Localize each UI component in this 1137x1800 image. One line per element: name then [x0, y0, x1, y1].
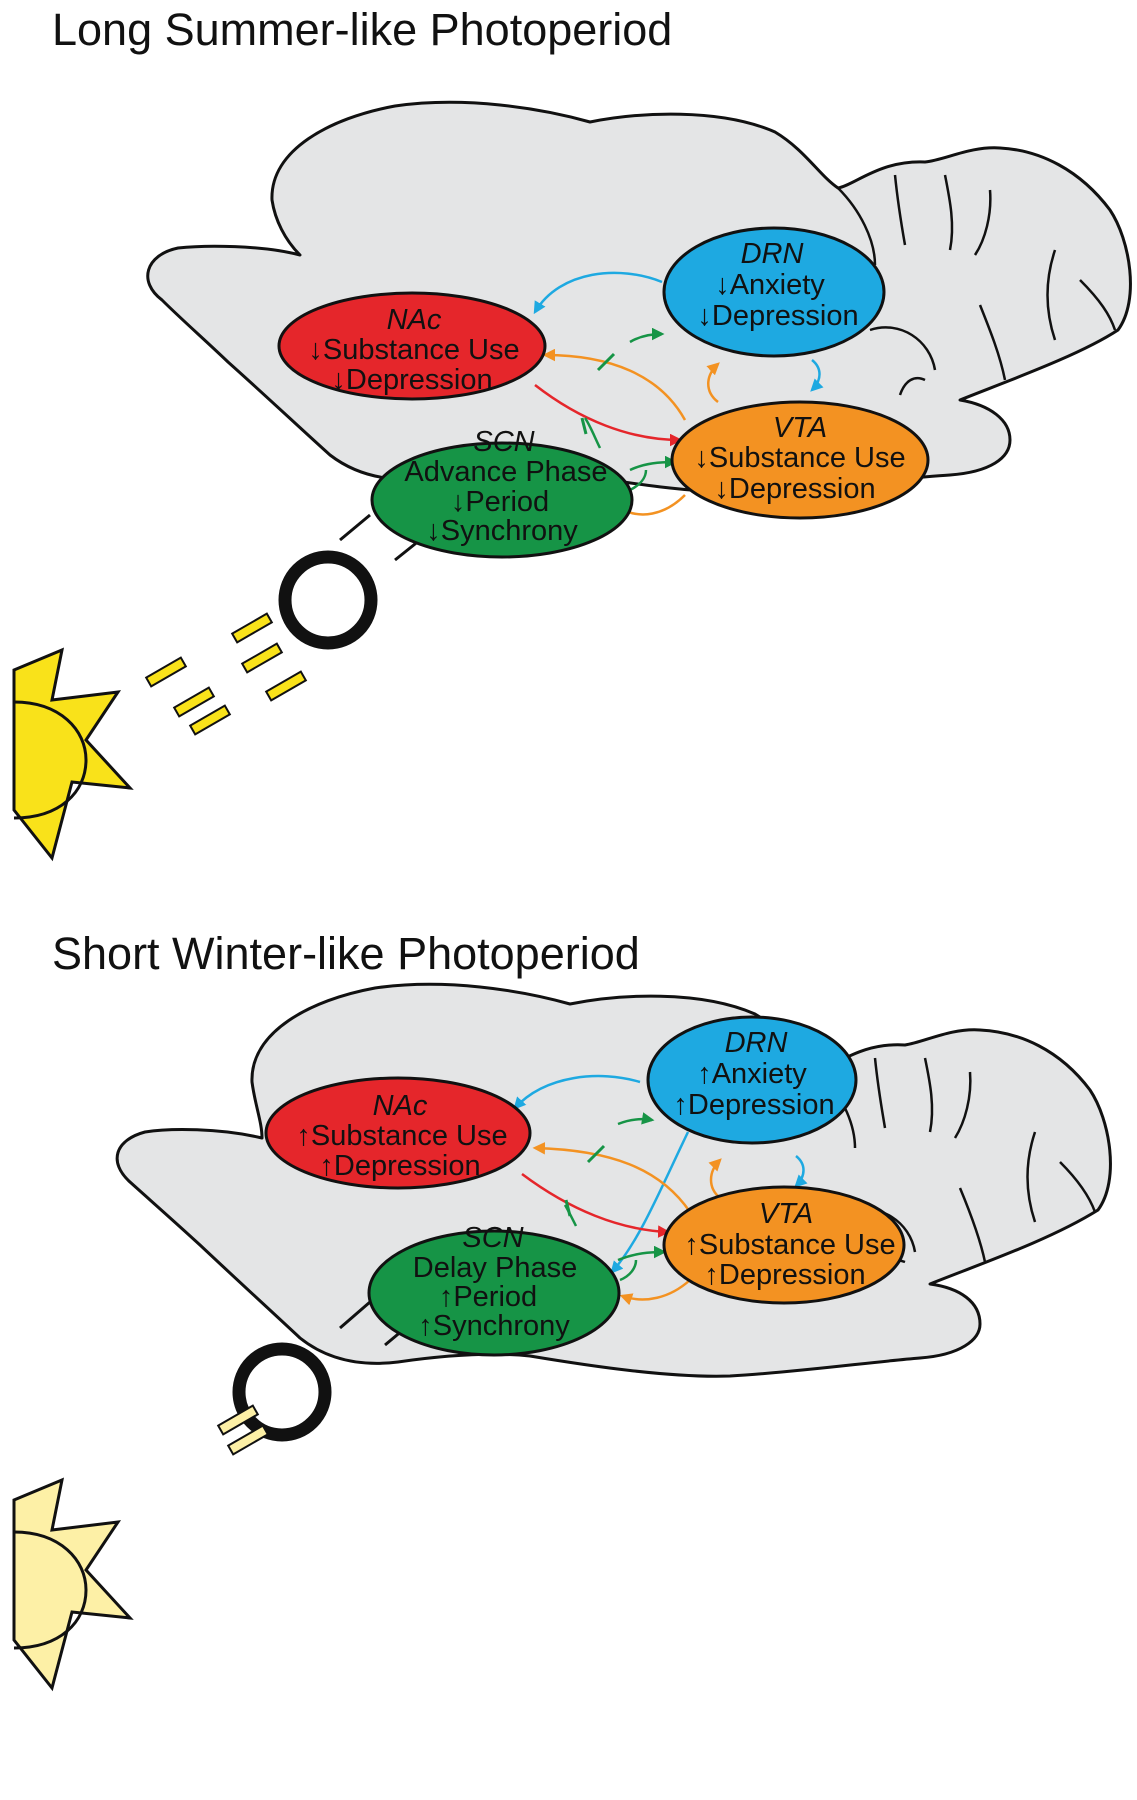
- light-ray: [240, 642, 284, 674]
- vta-region: [662, 1185, 906, 1305]
- brain-outline: [115, 982, 1112, 1378]
- arrow-vta-to-nac: [532, 1142, 692, 1213]
- scn-line-2: ↑Period: [439, 1281, 537, 1313]
- vta-label: VTA: [759, 1198, 813, 1230]
- eye-icon: [232, 1342, 332, 1442]
- scn-line-3: ↑Synchrony: [418, 1310, 570, 1342]
- scn-line-3: ↓Synchrony: [426, 515, 578, 547]
- nac-line-1: ↑Substance Use: [296, 1120, 507, 1152]
- summer-panel-title: Long Summer-like Photoperiod: [52, 4, 673, 55]
- light-ray: [264, 670, 308, 702]
- arrow-vta-to-scn: [619, 1279, 691, 1306]
- sun-icon: [12, 1477, 134, 1692]
- arrow-drn-to-vta: [794, 1155, 808, 1188]
- scn-label: SCN: [473, 426, 534, 458]
- arrow-drn-to-vta: [810, 359, 824, 392]
- drn-label: DRN: [741, 238, 804, 270]
- arrow-vta-to-nac: [542, 348, 687, 421]
- nac-region: [277, 291, 547, 401]
- light-ray: [188, 704, 232, 736]
- scn-region: [367, 1229, 621, 1357]
- arrow-drn-to-nac: [533, 271, 663, 315]
- drn-line-2: ↓Depression: [697, 300, 858, 332]
- scn-region: [370, 441, 634, 559]
- drn-line-1: ↑Anxiety: [697, 1058, 807, 1090]
- green-inhibit-mark: [586, 1144, 606, 1164]
- drn-line-1: ↓Anxiety: [715, 269, 825, 301]
- summer-photoperiod-diagram: NAc ↓Substance Use ↓Depression DRN ↓Anxi…: [12, 100, 1132, 862]
- arrow-nac-to-vta: [534, 384, 683, 447]
- arrow-scn-self: [619, 1259, 638, 1282]
- arrow-scn-to-drn: [617, 1112, 655, 1126]
- sun-icon: [12, 647, 134, 862]
- light-ray: [216, 1404, 260, 1436]
- nac-line-2: ↓Depression: [331, 364, 492, 396]
- scn-label: SCN: [462, 1222, 523, 1254]
- arrow-scn-self: [629, 469, 648, 492]
- brain-outline: [146, 100, 1132, 494]
- scn-line-2: ↓Period: [451, 486, 549, 518]
- light-ray: [226, 1424, 270, 1456]
- drn-region: [662, 226, 886, 358]
- vta-line-2: ↑Depression: [704, 1259, 865, 1291]
- nac-label: NAc: [373, 1090, 428, 1122]
- vta-line-2: ↓Depression: [714, 473, 875, 505]
- light-rays: [144, 612, 308, 736]
- drn-label: DRN: [725, 1027, 788, 1059]
- nac-label: NAc: [387, 304, 442, 336]
- vta-region: [670, 400, 930, 520]
- cerebellum-folds: [837, 174, 1117, 396]
- nac-region: [264, 1076, 532, 1190]
- arrow-drn-to-scn: [610, 1131, 690, 1274]
- light-ray: [230, 612, 274, 644]
- connection-arrows: [513, 1074, 808, 1306]
- vta-label: VTA: [773, 412, 827, 444]
- arrow-scn-to-drn: [629, 327, 665, 344]
- eye-icon: [278, 550, 378, 650]
- winter-panel-title: Short Winter-like Photoperiod: [52, 928, 640, 979]
- green-inhibit-mark: [596, 352, 616, 372]
- vta-line-1: ↓Substance Use: [694, 442, 905, 474]
- light-ray: [144, 656, 188, 688]
- nac-line-1: ↓Substance Use: [308, 334, 519, 366]
- arrow-nac-to-vta: [521, 1172, 671, 1238]
- arrow-drn-to-nac: [513, 1074, 641, 1110]
- arrow-scn-to-nac: [583, 417, 602, 449]
- nac-line-2: ↑Depression: [319, 1150, 480, 1182]
- drn-line-2: ↑Depression: [673, 1089, 834, 1121]
- arrow-scn-to-vta: [617, 1245, 667, 1262]
- winter-photoperiod-diagram: NAc ↑Substance Use ↑Depression DRN ↑Anxi…: [12, 982, 1112, 1692]
- arrow-vta-to-drn: [706, 362, 720, 403]
- green-inhibit-mark: [580, 417, 588, 435]
- scn-line-1: Advance Phase: [404, 456, 607, 488]
- drn-region: [646, 1015, 858, 1145]
- scn-line-1: Delay Phase: [413, 1252, 577, 1284]
- green-inhibit-mark: [564, 1199, 572, 1217]
- light-rays: [216, 1404, 270, 1456]
- light-ray: [172, 686, 216, 718]
- vta-line-1: ↑Substance Use: [684, 1229, 895, 1261]
